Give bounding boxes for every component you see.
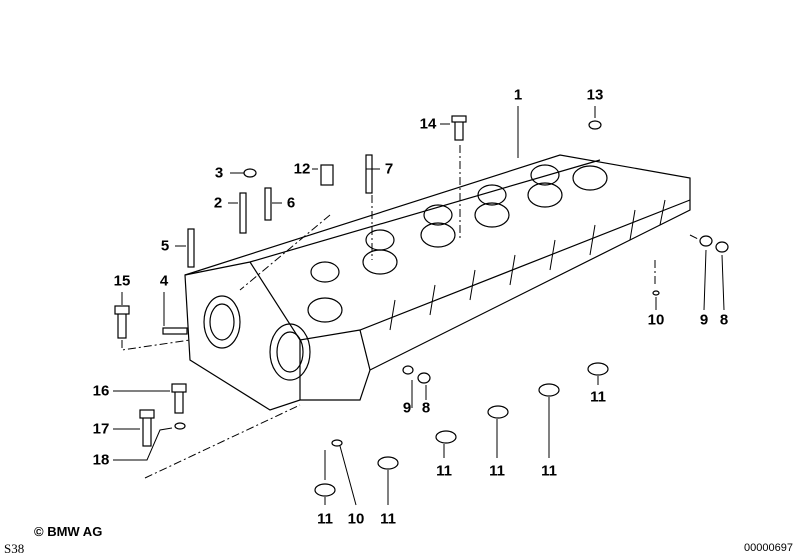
callout-1: 1 <box>513 86 523 104</box>
leader-lines <box>113 106 725 506</box>
series-label: S38 <box>4 541 25 556</box>
callout-2: 2 <box>213 194 223 212</box>
callout-9: 9 <box>699 311 709 329</box>
callout-18: 18 <box>92 451 110 469</box>
callout-11: 11 <box>541 462 557 480</box>
callout-15: 15 <box>113 272 131 290</box>
callout-11: 11 <box>590 388 606 406</box>
callout-16: 16 <box>92 382 110 400</box>
callout-12: 12 <box>293 160 311 178</box>
camshaft-towers <box>307 164 608 323</box>
callout-11: 11 <box>380 510 396 528</box>
callout-17: 17 <box>92 420 110 438</box>
callout-4: 4 <box>159 272 169 290</box>
image-code: 00000697 <box>744 542 793 554</box>
callout-8: 8 <box>719 311 729 329</box>
callout-5: 5 <box>160 237 170 255</box>
callout-11: 11 <box>489 462 505 480</box>
callout-14: 14 <box>419 115 437 133</box>
callout-3: 3 <box>214 164 224 182</box>
callout-11: 11 <box>436 462 452 480</box>
callout-8: 8 <box>421 399 431 417</box>
callout-10: 10 <box>347 510 365 528</box>
callout-7: 7 <box>384 160 394 178</box>
small-parts <box>114 115 729 497</box>
callout-13: 13 <box>586 86 604 104</box>
callout-10: 10 <box>647 311 665 329</box>
callout-9: 9 <box>402 399 412 417</box>
callout-6: 6 <box>286 194 296 212</box>
copyright-text: © BMW AG <box>34 524 103 539</box>
cylinder-head <box>184 154 691 411</box>
callout-11: 11 <box>317 510 333 528</box>
